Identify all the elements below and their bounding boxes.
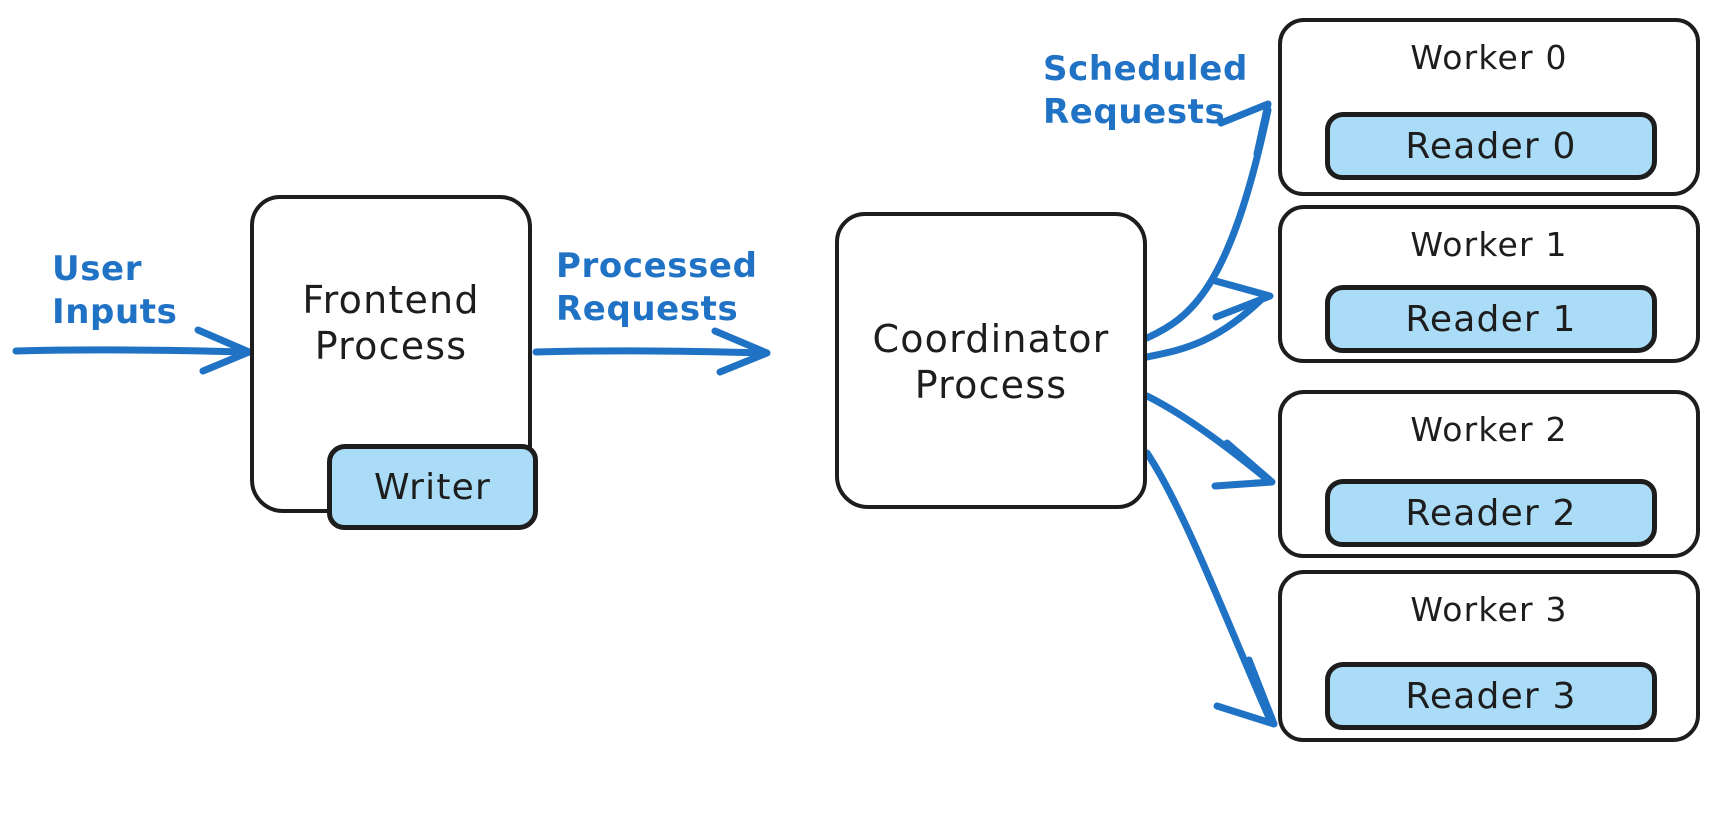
node-worker-3-title: Worker 3 — [1410, 590, 1568, 629]
arrow-worker-1-head — [1208, 276, 1274, 321]
edge-label-scheduled-requests: Scheduled Requests — [1043, 49, 1248, 132]
arrow-worker-0-head — [1217, 100, 1272, 158]
edge-label-user-inputs: User Inputs — [52, 249, 178, 332]
node-worker-2-title: Worker 2 — [1410, 410, 1568, 449]
arrow-user-inputs-head — [194, 326, 253, 375]
subnode-reader-2-label: Reader 2 — [1405, 492, 1577, 534]
subnode-reader-3-label: Reader 3 — [1405, 675, 1577, 717]
subnode-reader-1-label: Reader 1 — [1405, 298, 1577, 340]
arrow-user-inputs-shaft — [12, 346, 248, 356]
arrow-processed-requests-shaft — [532, 347, 766, 357]
subnode-writer[interactable]: Writer — [327, 444, 538, 530]
arrow-processed-requests-head — [711, 327, 771, 376]
node-coordinator-process[interactable]: Coordinator Process — [835, 212, 1147, 509]
arrow-worker-0-shaft — [1143, 106, 1272, 342]
node-frontend-process-title: Frontend Process — [302, 278, 480, 369]
node-worker-0-title: Worker 0 — [1410, 38, 1568, 77]
arrow-worker-1-shaft — [1143, 292, 1269, 361]
subnode-writer-label: Writer — [373, 466, 492, 508]
edge-label-processed-requests: Processed Requests — [556, 246, 758, 329]
arrow-worker-3-head — [1213, 656, 1278, 728]
subnode-reader-0[interactable]: Reader 0 — [1325, 112, 1657, 180]
arrow-worker-2-head — [1211, 439, 1276, 490]
subnode-reader-1[interactable]: Reader 1 — [1325, 285, 1657, 353]
node-worker-1-title: Worker 1 — [1410, 225, 1568, 264]
subnode-reader-0-label: Reader 0 — [1405, 125, 1577, 167]
subnode-reader-3[interactable]: Reader 3 — [1325, 662, 1657, 730]
node-coordinator-process-title: Coordinator Process — [872, 317, 1110, 408]
subnode-reader-2[interactable]: Reader 2 — [1325, 479, 1657, 547]
arrow-worker-3-shaft — [1143, 449, 1275, 726]
